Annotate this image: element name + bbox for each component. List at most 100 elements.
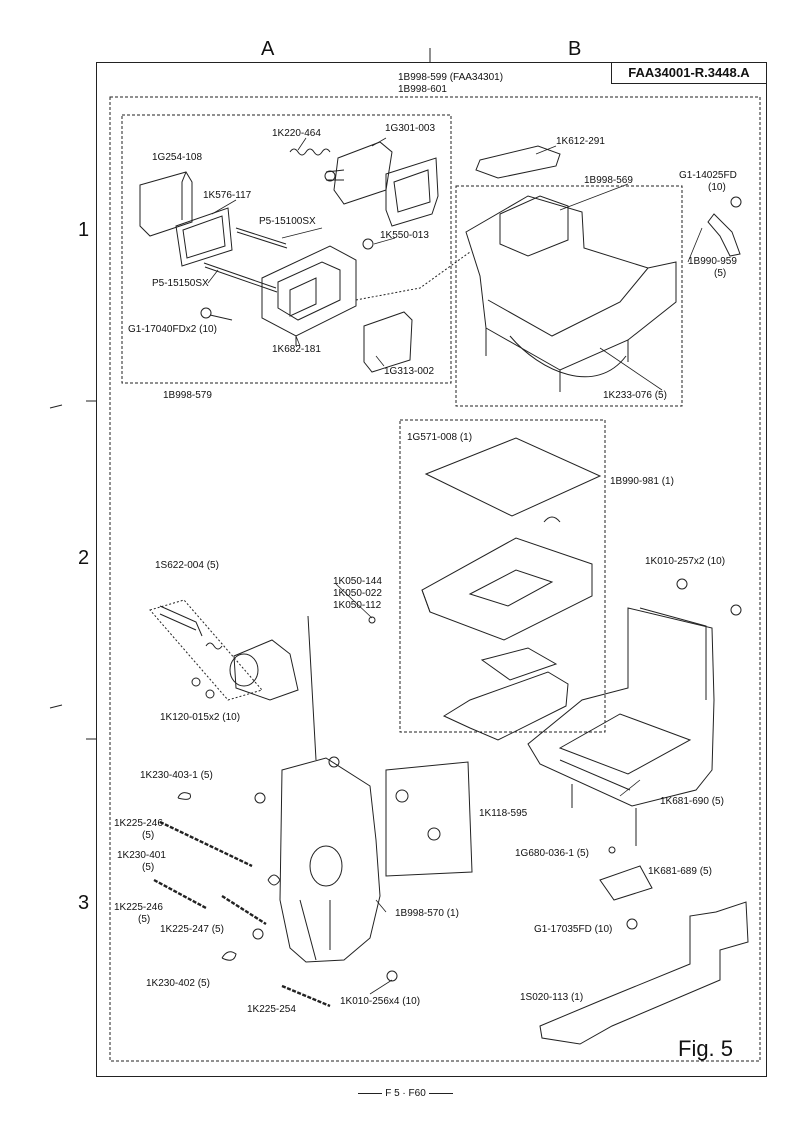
label-1k225-246-a: 1K225-246 xyxy=(114,818,163,829)
document-id: FAA34001-R.3448.A xyxy=(611,62,767,84)
label-1k225-246-b-qty: (5) xyxy=(138,914,151,925)
label-p5-15150sx: P5-15150SX xyxy=(152,278,209,289)
pin-p5-15150sx xyxy=(203,262,278,293)
label-1g680-036-1: 1G680-036-1 (5) xyxy=(515,848,589,859)
label-1k550-013: 1K550-013 xyxy=(380,230,429,241)
label-1b998-570: 1B998-570 (1) xyxy=(395,908,459,919)
spring-1k220-464 xyxy=(289,148,331,156)
label-1k220-464: 1K220-464 xyxy=(272,128,321,139)
label-1k225-246-b: 1K225-246 xyxy=(114,902,163,913)
figure-label: Fig. 5 xyxy=(678,1036,734,1061)
label-1b998-579: 1B998-579 xyxy=(163,390,212,401)
subassembly-1s622-004 xyxy=(149,599,263,701)
screw-1k120-015-b xyxy=(205,689,215,699)
row-label-3: 3 xyxy=(78,892,90,914)
label-1k230-401: 1K230-401 xyxy=(117,850,166,861)
label-1k120-015: 1K120-015x2 (10) xyxy=(160,712,241,723)
assembly-outline xyxy=(109,96,761,1062)
label-1k225-247: 1K225-247 (5) xyxy=(160,924,224,935)
label-1k050-112: 1K050-112 xyxy=(333,600,382,611)
label-1g571-008: 1G571-008 (1) xyxy=(407,432,473,443)
screw-g1-14025fd xyxy=(730,196,742,208)
bracket-1s020-113 xyxy=(539,901,749,1045)
label-g1-17040fd: G1-17040FDx2 (10) xyxy=(128,324,217,335)
assembly-number-main: 1B998-599 (FAA34301) xyxy=(398,72,504,83)
screw-g1-17035fd xyxy=(626,918,638,930)
label-1k118-595: 1K118-595 xyxy=(479,808,528,819)
spring-1k230-403-1 xyxy=(177,792,191,800)
page-number: F 5 · F60 xyxy=(385,1088,426,1099)
housing-1k682-181 xyxy=(261,245,357,337)
frame-1k550-013 xyxy=(385,157,439,227)
subassembly-1b998-579 xyxy=(121,114,452,384)
subassembly-1b998-569 xyxy=(455,185,683,407)
label-1k050-022: 1K050-022 xyxy=(333,588,382,599)
label-g1-14025fd-qty: (10) xyxy=(708,182,726,193)
bracket-1b990-959 xyxy=(707,213,741,257)
screw-1k010-257-a xyxy=(676,578,688,590)
pin-p5-15100sx xyxy=(235,227,288,249)
label-1k225-246-a-qty: (5) xyxy=(142,830,155,841)
screw-g1-17040fd xyxy=(200,307,212,319)
label-1g254-108: 1G254-108 xyxy=(152,152,203,163)
spring-1k225-246-a xyxy=(159,820,253,868)
mechanism-1b998-570 xyxy=(279,757,381,963)
screw-1k120-015-a xyxy=(191,677,201,687)
label-1k230-401-qty: (5) xyxy=(142,862,155,873)
chassis-1b998-569 xyxy=(465,195,677,371)
diagram-frame xyxy=(96,62,767,1077)
label-1b998-569: 1B998-569 xyxy=(584,175,633,186)
label-1g301-003: 1G301-003 xyxy=(385,123,436,134)
spring-1k225-246-b xyxy=(153,878,207,910)
screw-1k010-256 xyxy=(386,970,398,982)
row-label-2: 2 xyxy=(78,547,90,569)
label-g1-14025fd: G1-14025FD xyxy=(679,170,737,181)
screw-1k010-257-b xyxy=(730,604,742,616)
label-1k225-254: 1K225-254 xyxy=(247,1004,296,1015)
gasket-1k576-117 xyxy=(175,207,233,267)
label-1k681-689: 1K681-689 (5) xyxy=(648,866,712,877)
margin-mark-2 xyxy=(49,704,63,709)
column-label-a: A xyxy=(261,38,275,60)
spring-1k225-254 xyxy=(281,984,331,1008)
label-1b990-959-qty: (5) xyxy=(714,268,727,279)
motor-1k120 xyxy=(233,639,299,701)
frame-1b990-981 xyxy=(421,537,593,641)
screw-1k550-013 xyxy=(362,238,374,250)
washer-1k050 xyxy=(368,616,376,624)
label-1k230-402: 1K230-402 (5) xyxy=(146,978,210,989)
label-1k612-291: 1K612-291 xyxy=(556,136,605,147)
label-1k682-181: 1K682-181 xyxy=(272,344,321,355)
label-1b990-981: 1B990-981 (1) xyxy=(610,476,674,487)
lever-plate xyxy=(442,671,569,741)
label-1b990-959: 1B990-959 xyxy=(688,256,737,267)
tray-1k681-690 xyxy=(527,607,715,807)
plate-1k612-291 xyxy=(475,145,561,179)
part-1g301-003 xyxy=(333,141,393,205)
label-1k681-690: 1K681-690 (5) xyxy=(660,796,724,807)
part-1g313-002 xyxy=(363,311,413,373)
label-1k233-076: 1K233-076 (5) xyxy=(603,390,667,401)
sheet-1k118-595 xyxy=(385,761,473,877)
part-1k681-689 xyxy=(599,865,653,901)
assembly-number-alt: 1B998-601 xyxy=(398,84,447,95)
label-g1-17035fd: G1-17035FD (10) xyxy=(534,924,613,935)
label-1k230-403-1: 1K230-403-1 (5) xyxy=(140,770,213,781)
spring-clip xyxy=(543,516,561,523)
page-footer: F 5 · F60 xyxy=(0,1088,811,1099)
row-label-1: 1 xyxy=(78,219,90,241)
spring-1k230-402 xyxy=(221,951,237,961)
label-1k010-257: 1K010-257x2 (10) xyxy=(645,556,726,567)
label-1s020-113: 1S020-113 (1) xyxy=(520,992,584,1003)
spring-1k225-247 xyxy=(221,894,267,926)
label-p5-15100sx: P5-15100SX xyxy=(259,216,316,227)
label-1k010-256: 1K010-256x4 (10) xyxy=(340,996,421,1007)
margin-mark-1 xyxy=(49,404,63,409)
label-1k050-144: 1K050-144 xyxy=(333,576,382,587)
subassembly-1b990-981 xyxy=(399,419,606,733)
label-1k576-117: 1K576-117 xyxy=(203,190,252,201)
spring-1k230-401 xyxy=(267,874,281,886)
column-label-b: B xyxy=(568,38,582,60)
glass-1g571-008 xyxy=(424,437,602,517)
